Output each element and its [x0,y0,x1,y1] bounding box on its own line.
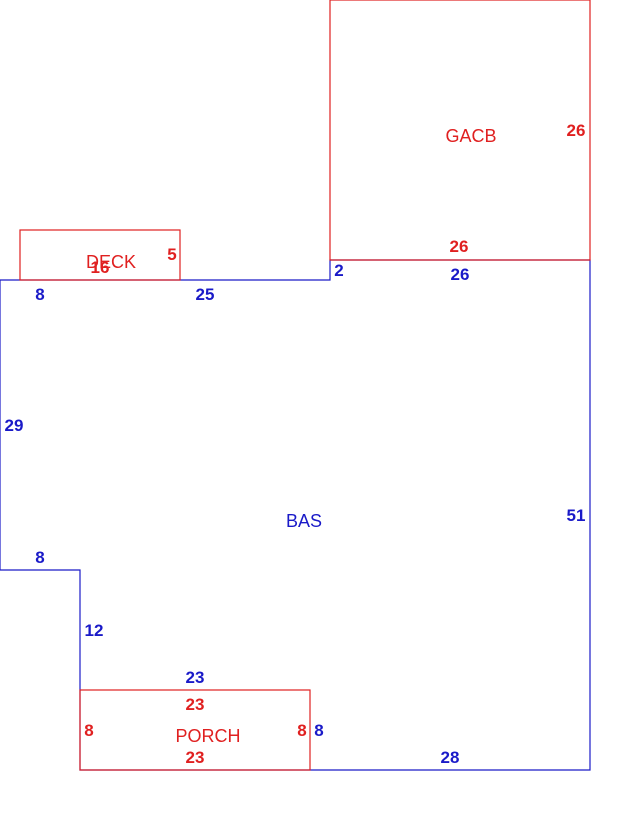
bas-outline [0,259,591,771]
bas-label: BAS [286,511,322,531]
gacb-label: GACB [445,126,496,146]
bas-dimension-top-right: 26 [451,265,470,284]
porch-dimension-left: 8 [84,721,93,740]
bas-dimension-porch-side: 8 [314,721,323,740]
porch-dimension-top: 23 [186,695,205,714]
bas-dimension-left: 29 [5,416,24,435]
bas-dimension-notch-width: 8 [35,548,44,567]
bas-dimension-porch-top: 23 [186,668,205,687]
bas-dimension-bottom: 28 [441,748,460,767]
gacb-outline [329,0,591,261]
porch-dimension-bottom: 23 [186,748,205,767]
deck-dimension-bottom: 16 [91,258,110,277]
deck-dimension-right: 5 [167,245,176,264]
bas-dimension-notch-height: 12 [85,621,104,640]
porch-outline [79,689,311,771]
bas-dimension-right: 51 [567,506,586,525]
bas-dimension-top-mid: 25 [196,285,215,304]
bas-dimension-top-left: 8 [35,285,44,304]
gacb-dimension-right: 26 [567,121,586,140]
gacb-dimension-bottom: 26 [450,237,469,256]
porch-label: PORCH [175,726,240,746]
porch-dimension-right: 8 [297,721,306,740]
bas-dimension-step: 2 [334,261,343,280]
deck-outline [19,229,181,281]
deck-label: DECK [86,252,136,272]
